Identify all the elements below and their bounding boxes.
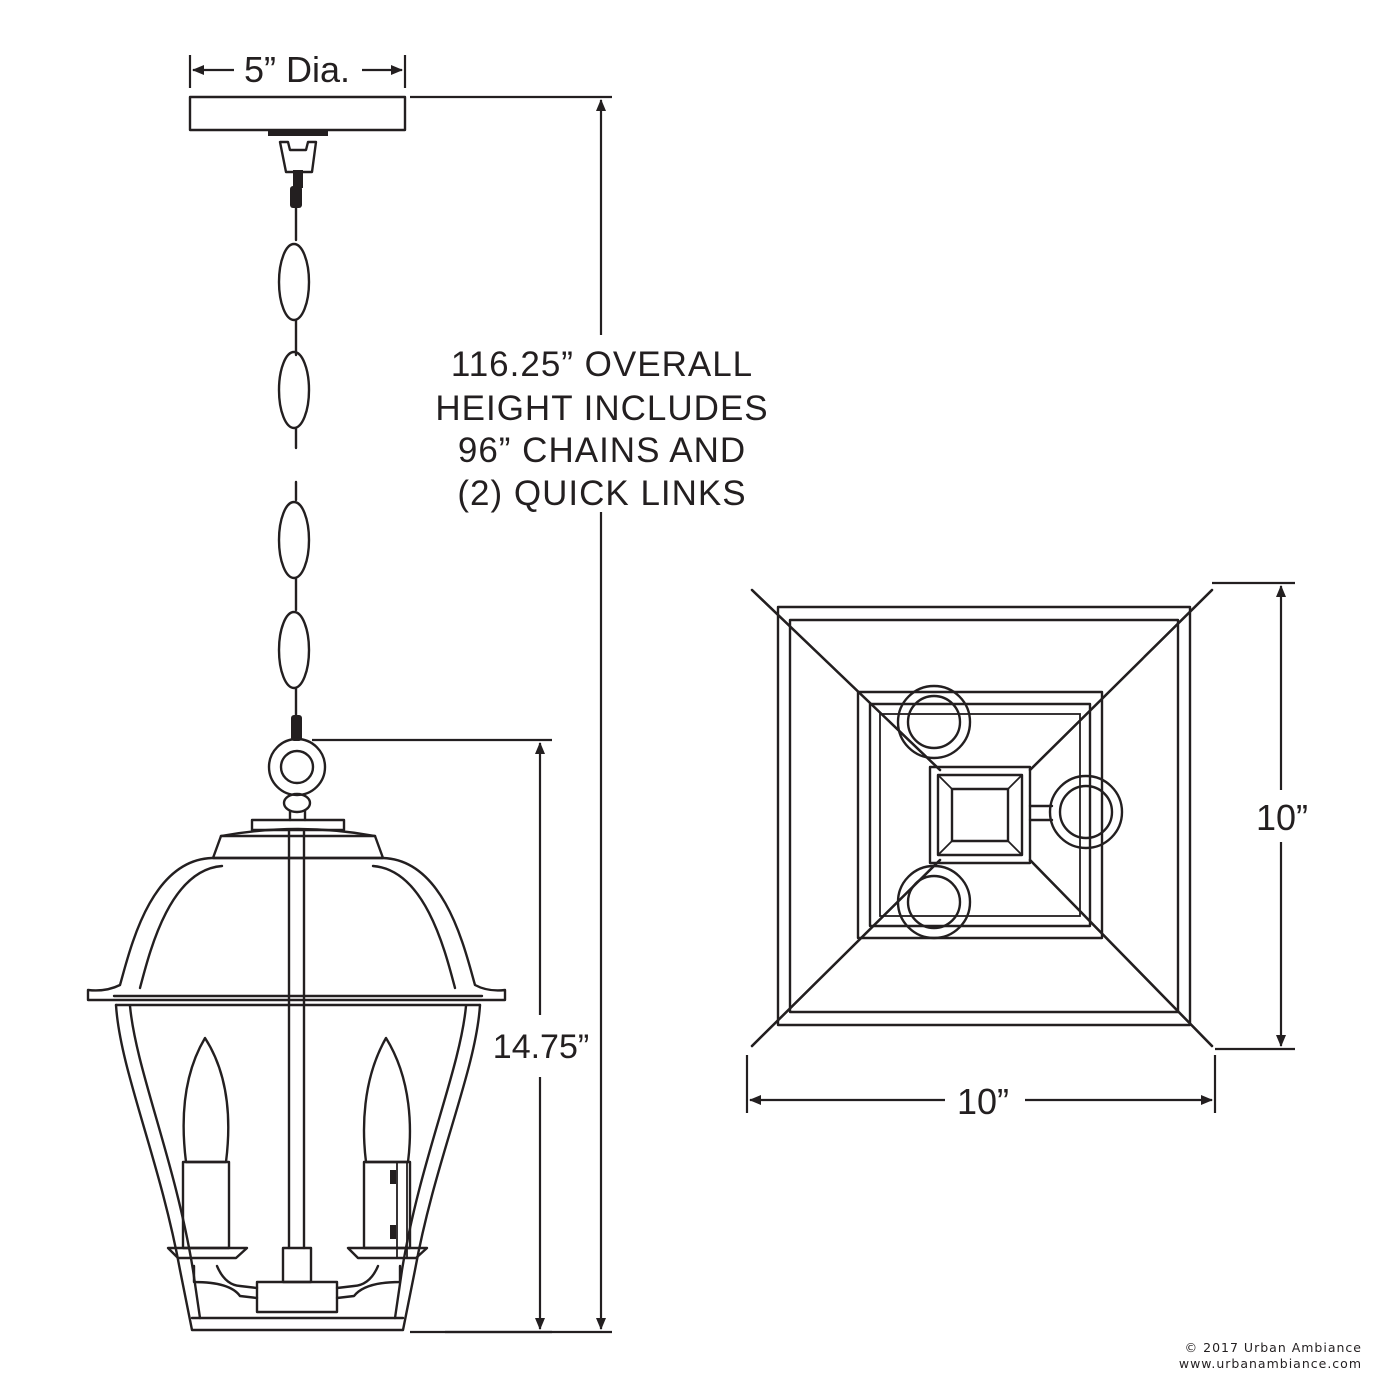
fixture-height-label: 14.75” (493, 1028, 589, 1066)
overall-height-line-3: 96” CHAINS AND (458, 431, 746, 470)
lantern (86, 737, 507, 1332)
top-view-height-dimension: 10” (1212, 581, 1308, 1051)
website-line: www.urbanambiance.com (1179, 1356, 1362, 1371)
chain-lower (277, 480, 311, 741)
top-view-width-dimension: 10” (745, 1055, 1217, 1122)
canopy-dimension: 5” Dia. (188, 49, 407, 90)
side-view: 5” Dia. (86, 49, 768, 1334)
overall-height-line-4: (2) QUICK LINKS (457, 474, 746, 513)
copyright-line: © 2017 Urban Ambiance (1185, 1340, 1362, 1355)
chain-upper (277, 186, 311, 450)
top-view-width-label: 10” (957, 1081, 1009, 1122)
overall-height-dimension: 116.25” OVERALL HEIGHT INCLUDES 96” CHAI… (410, 95, 768, 1334)
fixture-height-dimension: 14.75” (312, 738, 589, 1334)
canopy-diameter-label: 5” Dia. (244, 49, 350, 90)
copyright: © 2017 Urban Ambiance www.urbanambiance.… (1179, 1340, 1362, 1371)
canopy (188, 95, 407, 188)
overall-height-line-2: HEIGHT INCLUDES (435, 389, 768, 428)
overall-height-line-1: 116.25” OVERALL (451, 345, 753, 384)
top-view-height-label: 10” (1256, 797, 1308, 838)
top-view: 10” 10” (745, 581, 1308, 1122)
